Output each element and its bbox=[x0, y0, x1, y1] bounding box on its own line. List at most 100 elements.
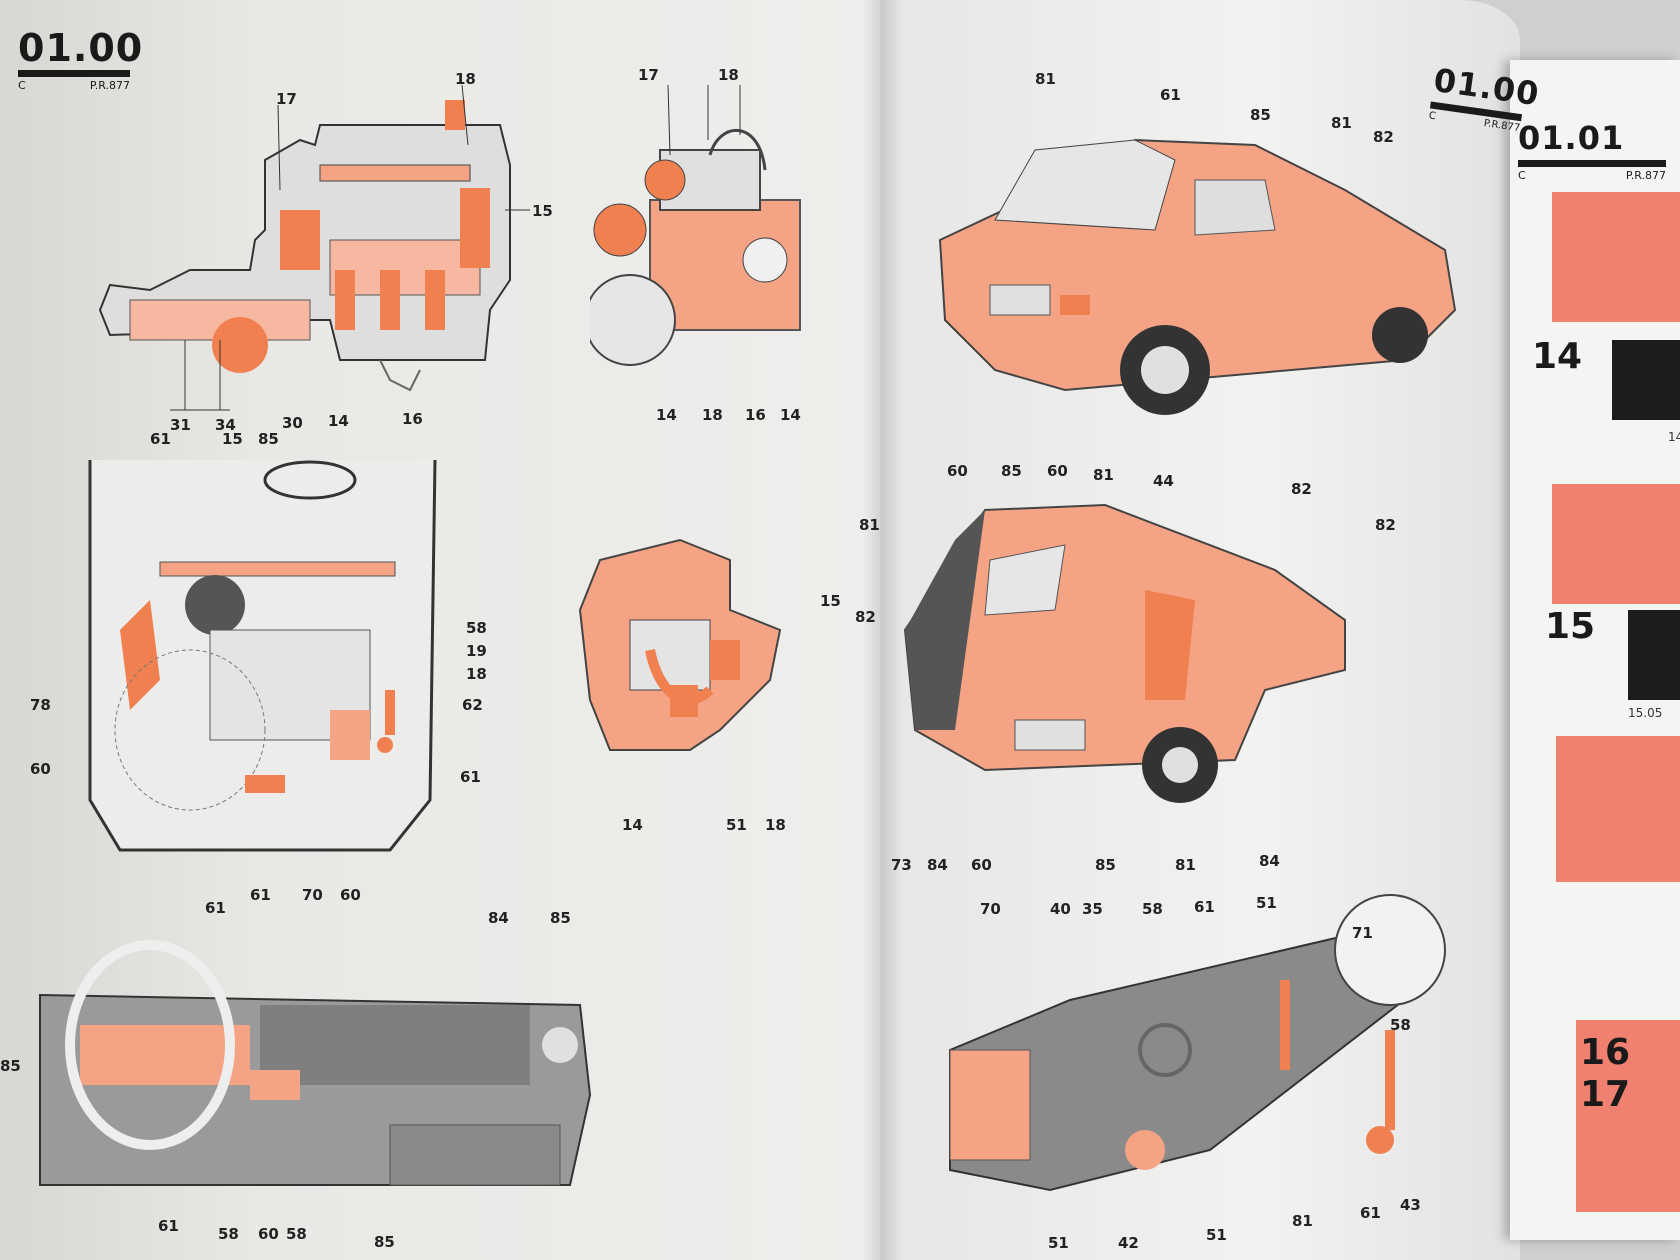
chassis-drawing bbox=[949, 894, 1446, 1192]
callout-label: 40 bbox=[1050, 900, 1071, 918]
callout-label: 85 bbox=[1001, 462, 1022, 480]
callout-label: 81 bbox=[1331, 114, 1352, 132]
callout-label: 85 bbox=[258, 430, 279, 448]
callout-label: 61 bbox=[250, 886, 271, 900]
book-spine bbox=[862, 0, 902, 1260]
callout-label: 82 bbox=[855, 608, 876, 626]
tab-band bbox=[1552, 484, 1680, 604]
header-ref: P.R.877 bbox=[89, 79, 130, 92]
callout-label: 44 bbox=[1153, 472, 1174, 490]
section-code: 01.00 bbox=[18, 26, 144, 70]
callout-label: 84 bbox=[927, 856, 948, 874]
callout-label: 18 bbox=[702, 406, 723, 424]
callout-label: 18 bbox=[466, 665, 487, 683]
car-front-diagram: 81 61 85 81 82 60 85 60 81 44 82 bbox=[938, 70, 1457, 498]
callout-label: 61 bbox=[158, 1217, 179, 1235]
callout-label: 73 bbox=[891, 856, 912, 874]
callout-label: 16 bbox=[745, 406, 766, 424]
callout-label: 58 bbox=[466, 619, 487, 637]
callout-label: 60 bbox=[1047, 462, 1068, 480]
callout-label: 61 bbox=[1160, 86, 1181, 104]
callout-label: 82 bbox=[1291, 480, 1312, 498]
header-rule bbox=[1518, 160, 1666, 167]
leader-line bbox=[667, 84, 671, 156]
callout-label: 43 bbox=[1400, 1196, 1421, 1214]
engine-bay-drawing bbox=[88, 459, 437, 852]
callout-label: 51 bbox=[1256, 894, 1277, 912]
leader-line bbox=[277, 104, 281, 191]
callout-label: 14 bbox=[656, 406, 677, 424]
callout-label: 16 bbox=[402, 410, 423, 428]
tab-number-14: 14 bbox=[1532, 336, 1583, 377]
engine-front-diagram: 17 18 14 18 16 14 bbox=[590, 66, 801, 424]
callout-label: 62 bbox=[462, 696, 483, 714]
callout-label: 34 bbox=[215, 416, 236, 434]
callout-label: 85 bbox=[374, 1233, 395, 1251]
callout-label: 30 bbox=[282, 414, 303, 432]
callout-label: 81 bbox=[1035, 70, 1056, 88]
header-letter: C bbox=[1518, 169, 1526, 182]
car-rear-drawing bbox=[903, 503, 1346, 803]
tab-caption: 14 bbox=[1668, 430, 1680, 444]
callout-label: 60 bbox=[971, 856, 992, 874]
callout-label: 85 bbox=[550, 909, 571, 927]
callout-label: 78 bbox=[30, 696, 51, 714]
callout-label: 42 bbox=[1118, 1234, 1139, 1252]
tab-number-15: 15 bbox=[1545, 606, 1596, 647]
callout-label: 81 bbox=[1093, 466, 1114, 484]
callout-label: 17 bbox=[638, 66, 659, 84]
tab-number-16-17: 16 17 bbox=[1580, 1032, 1631, 1115]
car-front-drawing bbox=[938, 138, 1457, 415]
callout-label: 61 bbox=[1194, 898, 1215, 916]
callout-label: 60 bbox=[340, 886, 361, 900]
callout-label: 58 bbox=[218, 1225, 239, 1243]
engine-rear-drawing bbox=[578, 538, 782, 751]
callout-label: 82 bbox=[1375, 516, 1396, 534]
header-rule bbox=[18, 70, 130, 77]
dashboard-drawing bbox=[39, 940, 592, 1186]
tab-caption: 15.05 bbox=[1628, 706, 1663, 720]
header-ref: P.R.877 bbox=[1625, 169, 1666, 182]
callout-label: 61 bbox=[1360, 1204, 1381, 1222]
car-rear-diagram: 81 82 82 73 84 60 85 81 84 bbox=[855, 503, 1396, 874]
engine-cutaway-diagram: 18 17 15 31 34 30 14 16 bbox=[98, 70, 553, 434]
callout-label: 61 bbox=[205, 899, 226, 917]
callout-label: 85 bbox=[0, 1057, 21, 1075]
callout-label: 18 bbox=[455, 70, 476, 88]
thumbnail-image bbox=[1612, 340, 1680, 420]
engine-front-drawing bbox=[590, 129, 801, 366]
callout-label: 15 bbox=[820, 592, 841, 610]
callout-label: 17 bbox=[276, 90, 297, 108]
callout-label: 15 bbox=[532, 202, 553, 220]
engine-rear-diagram: 15 14 51 18 bbox=[578, 538, 841, 834]
callout-label: 14 bbox=[328, 412, 349, 430]
callout-label: 15 bbox=[222, 430, 243, 448]
callout-label: 60 bbox=[30, 760, 51, 778]
callout-label: 18 bbox=[718, 66, 739, 84]
callout-label: 61 bbox=[460, 768, 481, 786]
callout-label: 14 bbox=[622, 816, 643, 834]
tab-band bbox=[1556, 736, 1680, 882]
callout-label: 61 bbox=[150, 430, 171, 448]
engine-bay-diagram: 61 15 85 58 19 18 62 78 60 61 61 70 60 bbox=[30, 430, 487, 900]
callout-label: 51 bbox=[726, 816, 747, 834]
engine-cutaway-drawing bbox=[98, 100, 511, 392]
callout-label: 81 bbox=[859, 516, 880, 534]
callout-label: 60 bbox=[947, 462, 968, 480]
tab-band bbox=[1552, 192, 1680, 322]
leader-line bbox=[461, 84, 469, 146]
header-letter: C bbox=[18, 79, 26, 92]
callout-label: 60 bbox=[258, 1225, 279, 1243]
callout-label: 82 bbox=[1373, 128, 1394, 146]
callout-label: 84 bbox=[1259, 852, 1280, 870]
tab-band bbox=[1576, 1020, 1680, 1212]
callout-label: 85 bbox=[1095, 856, 1116, 874]
callout-label: 18 bbox=[765, 816, 786, 834]
callout-label: 51 bbox=[1206, 1226, 1227, 1244]
callout-label: 14 bbox=[780, 406, 801, 424]
callout-label: 84 bbox=[488, 909, 509, 927]
callout-label: 81 bbox=[1292, 1212, 1313, 1230]
dashboard-diagram: 61 84 85 85 61 58 60 58 85 bbox=[0, 899, 592, 1251]
callout-label: 70 bbox=[980, 900, 1001, 918]
